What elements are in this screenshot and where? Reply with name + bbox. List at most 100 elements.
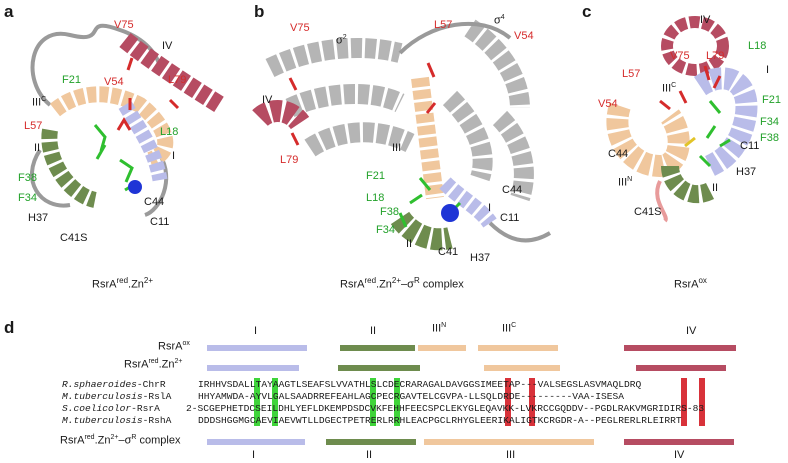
panel-a-caption: RsrAred.Zn2+ xyxy=(92,276,154,291)
highlight-green-1 xyxy=(254,378,260,426)
bar-ox-helix-iiin xyxy=(418,345,466,351)
panel-b-label-iii: III xyxy=(392,142,402,154)
panel-c-caption: RsrAox xyxy=(674,276,707,291)
panel-b-label-c44: C44 xyxy=(502,184,523,196)
panel-b-structure xyxy=(252,19,552,251)
panel-c-label-l79: L79 xyxy=(706,50,725,62)
alignment-seq-3: 2-SCGEPHETDCSEILDHLYEFLDKEMPDSDCVKFEHHFE… xyxy=(186,403,705,414)
panel-c-label-c41s: C41S xyxy=(634,206,662,218)
panel-c-label-l18: L18 xyxy=(748,40,767,52)
panel-d-top-helix-i: I xyxy=(254,325,258,337)
panel-d-bottom-helix-ii: II xyxy=(366,449,373,461)
panel-c-label-v54: V54 xyxy=(598,98,618,110)
panel-b-caption: RsrAred.Zn2+–σR complex xyxy=(340,276,464,291)
panel-c-label-iii-c: IIIC xyxy=(662,82,677,95)
bar-complex-helix-i xyxy=(207,439,305,445)
bar-red-helix-iiic xyxy=(484,365,560,371)
panel-d-top-helix-iii-n: IIIN xyxy=(432,322,447,335)
panel-a-label-f34: F34 xyxy=(18,192,37,204)
panel-b-label-l79: L79 xyxy=(280,154,299,166)
panel-d-bottom-label: RsrAred.Zn2+–σR complex xyxy=(60,434,181,447)
alignment-organism-1: R.sphaeroides-ChrR xyxy=(62,379,166,390)
bar-red-helix-iv xyxy=(636,365,726,371)
panel-c-label-f21: F21 xyxy=(762,94,781,106)
panel-a-label-c41s: C41S xyxy=(60,232,88,244)
panel-c-label-h37: H37 xyxy=(736,166,757,178)
panel-b-label-f38: F38 xyxy=(380,206,399,218)
panel-a-label-l79: L79 xyxy=(168,74,187,86)
alignment-organism-3: S.coelicolor-RsrA xyxy=(62,403,160,414)
panel-c-label-i: I xyxy=(766,64,770,76)
panel-a-letter: a xyxy=(4,2,14,21)
bar-ox-helix-ii xyxy=(340,345,415,351)
panel-c-label-c44: C44 xyxy=(608,148,629,160)
panel-d-bottom-helix-i: I xyxy=(252,449,256,461)
panel-b-label-iv: IV xyxy=(262,94,273,106)
panel-a-label-c44: C44 xyxy=(144,196,165,208)
panel-a-label-h37: H37 xyxy=(28,212,49,224)
panel-b-label-sigma2: σ2 xyxy=(336,34,347,47)
panel-a-label-l57: L57 xyxy=(24,120,43,132)
panel-a-label-i: I xyxy=(172,150,176,162)
panel-b-label-ii: II xyxy=(406,238,413,250)
bar-complex-helix-ii xyxy=(326,439,416,445)
panel-c-label-f38: F38 xyxy=(760,132,779,144)
alignment-organism-4: M.tuberculosis-RshA xyxy=(62,415,172,426)
panel-c-label-v75: V75 xyxy=(670,50,690,62)
highlight-green-3 xyxy=(370,378,376,426)
panel-d-row2-label: RsrAred.Zn2+ xyxy=(124,358,183,371)
panel-b-label-c41: C41 xyxy=(438,246,459,258)
panel-b-label-sigma4: σ4 xyxy=(494,14,505,27)
bar-ox-helix-i xyxy=(207,345,307,351)
highlight-green-4 xyxy=(394,378,400,426)
panel-c-label-iv: IV xyxy=(700,14,711,26)
bar-red-helix-ii xyxy=(338,365,420,371)
panel-c-label-f34: F34 xyxy=(760,116,779,128)
panel-a-label-v54: V54 xyxy=(104,76,124,88)
panel-b-label-f21: F21 xyxy=(366,170,385,182)
alignment-organism-2: M.tuberculosis-RslA xyxy=(62,391,172,402)
bar-red-helix-i xyxy=(207,365,299,371)
panel-d-bottom-helix-iii: III xyxy=(506,449,516,461)
highlight-red-4 xyxy=(699,378,705,426)
panel-a-structure xyxy=(29,23,225,217)
alignment-seq-1: IRHHVSDALLTAYAAGTLSEAFSLVVATHLSLCDECRARA… xyxy=(198,379,642,390)
panel-a-label-iv: IV xyxy=(162,40,173,52)
panel-d-row1-label: RsrAox xyxy=(158,340,190,353)
panel-d-top-helix-iii-c: IIIC xyxy=(502,322,517,335)
panel-a-label-c11: C11 xyxy=(150,216,170,228)
panel-b-label-c11: C11 xyxy=(500,212,520,224)
panel-b-label-f34: F34 xyxy=(376,224,395,236)
alignment-seq-2: HHYAMWDA-AYVLGALSAADRREFEAHLAGCPECRGAVTE… xyxy=(198,391,625,402)
highlight-red-3 xyxy=(681,378,687,426)
panel-a-label-iii: IIIC xyxy=(32,96,47,109)
bar-complex-helix-iii xyxy=(424,439,594,445)
panel-a-label-ii: II xyxy=(34,142,41,154)
highlight-red-2 xyxy=(529,378,535,426)
bar-ox-helix-iv xyxy=(624,345,736,351)
panel-b-letter: b xyxy=(254,2,265,21)
panel-a-label-v75: V75 xyxy=(114,19,134,31)
bar-complex-helix-iv xyxy=(624,439,734,445)
panel-a-label-f21: F21 xyxy=(62,74,81,86)
panel-b-label-l57: L57 xyxy=(434,19,453,31)
panel-d-letter: d xyxy=(4,318,15,337)
panel-a-label-f38: F38 xyxy=(18,172,37,184)
panel-b-label-v54: V54 xyxy=(514,30,534,42)
panel-c-label-c11: C11 xyxy=(740,140,760,152)
alignment-seq-4: DDDSHGGMGCAEVIAEVWTLLDGECTPETRERLRRHLEAC… xyxy=(198,415,682,426)
panel-c-label-ii: II xyxy=(712,182,719,194)
panel-b-label-i: I xyxy=(488,202,492,214)
panel-d-bottom-helix-iv: IV xyxy=(674,449,685,461)
highlight-green-2 xyxy=(272,378,278,426)
bar-ox-helix-iiic xyxy=(478,345,558,351)
panel-c-structure xyxy=(606,16,758,223)
panel-c-label-iii-n: IIIN xyxy=(618,176,633,189)
panel-b-label-v75: V75 xyxy=(290,22,310,34)
panel-d-top-helix-iv: IV xyxy=(686,325,697,337)
panel-d-top-helix-ii: II xyxy=(370,325,377,337)
panel-a-label-l18: L18 xyxy=(160,126,179,138)
panel-b-label-l18: L18 xyxy=(366,192,385,204)
panel-c-letter: c xyxy=(582,2,592,21)
panel-b-label-h37: H37 xyxy=(470,252,491,264)
